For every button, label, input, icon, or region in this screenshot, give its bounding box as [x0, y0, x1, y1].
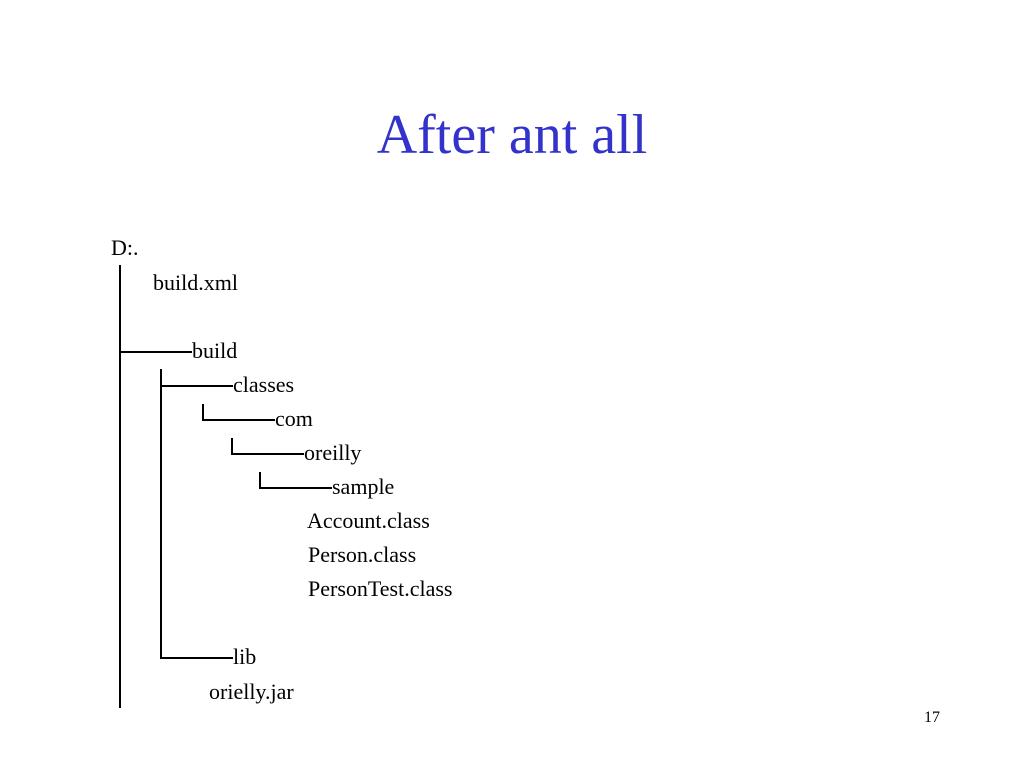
tree-file-persontest-class: PersonTest.class: [308, 576, 453, 601]
tree-connector-build-vertical: [160, 369, 162, 659]
tree-folder-sample: sample: [332, 474, 395, 499]
tree-file-orielly-jar: orielly.jar: [209, 679, 294, 704]
tree-connector-com-vertical: [202, 404, 204, 420]
tree-folder-build: build: [192, 338, 238, 363]
tree-file-account-class: Account.class: [307, 508, 430, 533]
tree-folder-lib: lib: [233, 644, 257, 669]
tree-connector-com-horizontal: [202, 419, 275, 421]
tree-connector-root-vertical: [119, 265, 121, 708]
page-number: 17: [924, 709, 940, 726]
tree-file-build-xml: build.xml: [153, 270, 238, 295]
tree-folder-classes: classes: [233, 372, 295, 397]
tree-connector-oreilly-horizontal: [231, 453, 304, 455]
tree-connector-classes-horizontal: [160, 385, 233, 387]
tree-folder-oreilly: oreilly: [304, 440, 362, 465]
tree-connector-lib-horizontal: [160, 657, 233, 659]
tree-folder-com: com: [275, 406, 313, 431]
tree-connector-build-horizontal: [119, 351, 192, 353]
tree-connector-oreilly-vertical: [231, 438, 233, 454]
tree-root-label: D:.: [111, 235, 139, 260]
tree-connector-sample-vertical: [259, 472, 261, 488]
slide-title: After ant all: [376, 104, 648, 166]
tree-file-person-class: Person.class: [308, 542, 417, 567]
tree-connector-sample-horizontal: [259, 487, 332, 489]
